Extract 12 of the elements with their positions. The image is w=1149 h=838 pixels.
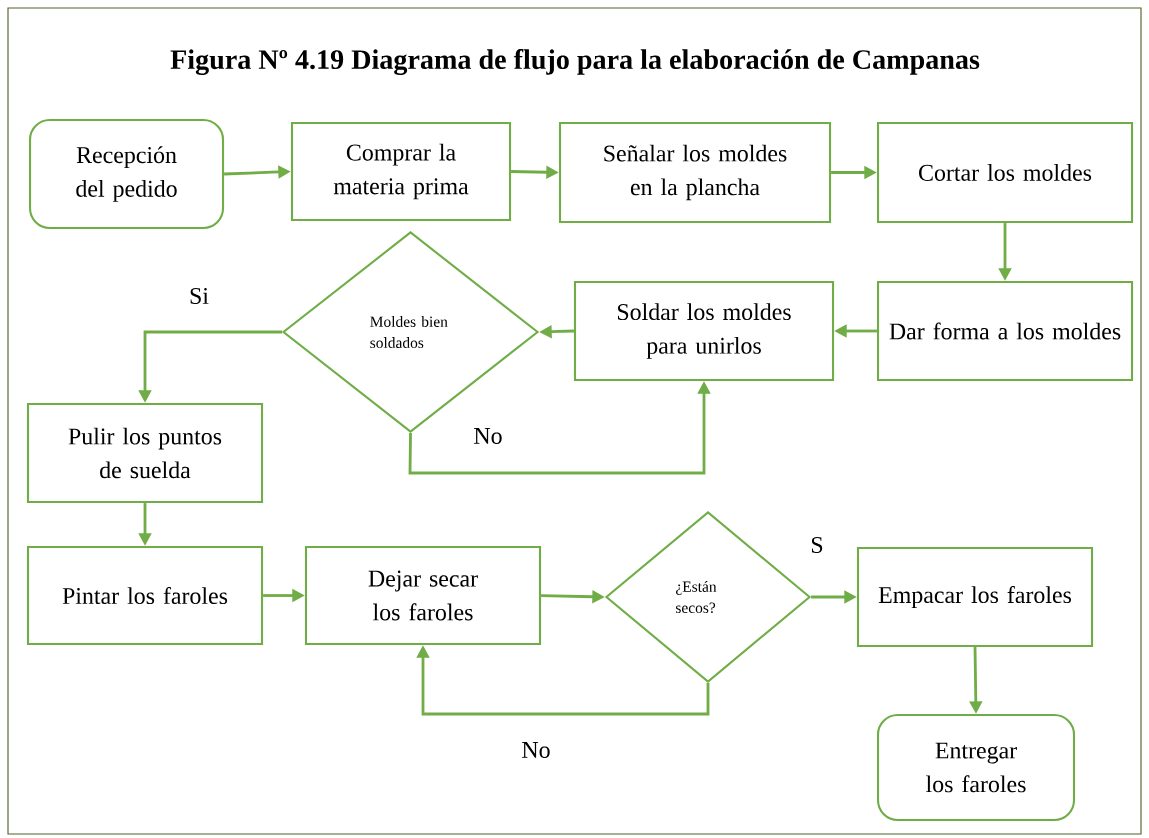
process-box: Cortar los moldes [876, 121, 1134, 224]
process-box: Soldar los moldes para unirlos [573, 280, 835, 382]
terminal-box: Entregar los faroles [876, 713, 1076, 822]
process-box: Comprar la materia prima [290, 121, 512, 222]
terminal-box: Recepción del pedido [28, 118, 225, 230]
process-box: Señalar los moldes en la plancha [558, 121, 832, 224]
title: Figura Nº 4.19 Diagrama de flujo para la elaboración de Campanas [170, 49, 980, 75]
process-box: Pintar los faroles [26, 545, 264, 646]
process-box: Empacar los faroles [856, 546, 1094, 648]
process-box: Pulir los puntos de suelda [26, 402, 264, 504]
process-box: Dejar secar los faroles [304, 545, 542, 646]
process-box: Dar forma a los moldes [876, 280, 1134, 382]
